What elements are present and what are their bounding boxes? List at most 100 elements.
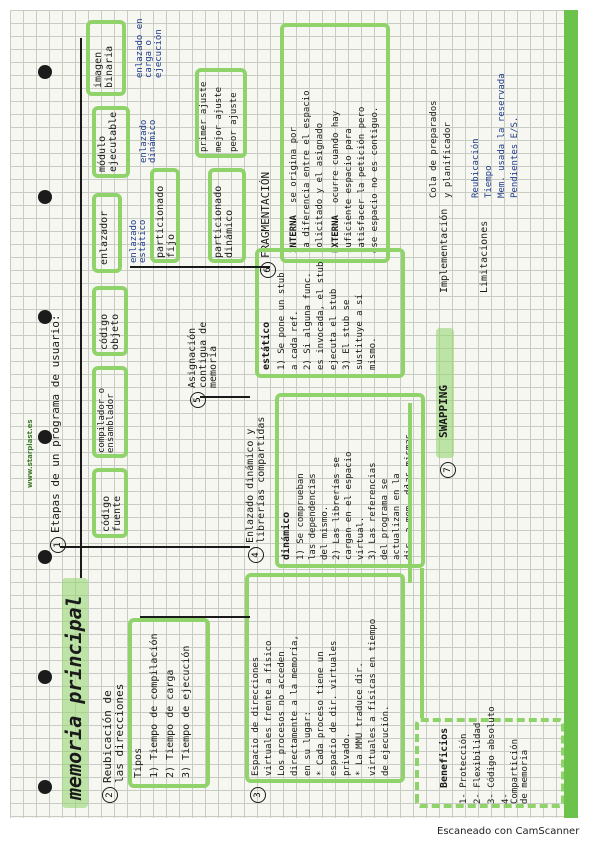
section-3-line: virtuales frente a físico — [264, 640, 274, 776]
internal-text: solicitado y el asignado — [315, 122, 325, 253]
section-2-item: 3) Tiempo de ejecución — [181, 645, 192, 778]
section-3-number: 3 — [250, 787, 266, 803]
external-text: ese espacio no es contiguo. — [370, 106, 380, 253]
section-3-line: * Cada proceso tiene un — [316, 651, 326, 776]
stage-executable: módulo ejecutable — [97, 111, 119, 172]
fit-strategy: primer ajuste — [199, 81, 209, 152]
section-1-number: 1 — [50, 537, 66, 553]
implementation-item: Cola de preparados — [429, 100, 439, 198]
scanner-footer: Escaneado con CamScanner — [437, 826, 580, 837]
binder-hole — [38, 780, 52, 794]
static-linking-note: enlazado estático — [129, 219, 149, 263]
section-6-heading: FRAGMENTACIÓN — [259, 171, 272, 258]
section-3-line: privado. — [342, 732, 352, 776]
page-title: memoria principal — [62, 595, 86, 800]
section-7-heading: SWAPPING — [437, 385, 450, 438]
binder-hole — [38, 430, 52, 444]
external-text: suficiente espacio para — [344, 128, 354, 253]
dynamic-item: cargan en el espacio — [344, 451, 354, 560]
section-2-heading: Reubicación de las direcciones — [101, 683, 126, 783]
dynamic-item: virtual. — [356, 516, 366, 560]
static-item: 2) Si alguna func. — [303, 272, 313, 370]
limitation-item: Reubicación — [471, 138, 481, 198]
limitation-item: Pendientes E/S. — [510, 116, 520, 198]
static-item: 3) El stub se — [342, 299, 352, 370]
stage-linker: enlazador — [99, 210, 110, 265]
section-3-line: Los procesos no acceden — [277, 651, 287, 776]
benefit-item: 4- Compartición de memoria — [501, 738, 530, 804]
static-label: estático — [261, 321, 272, 370]
implementation-item: y planificador — [443, 122, 453, 198]
section-2-item: 2) Tiempo de carga — [165, 669, 176, 778]
static-item: mismo. — [368, 337, 378, 370]
section-3-line: Espacio de direcciones — [251, 656, 261, 776]
dynamic-item: 2) Las librerías se — [332, 457, 342, 560]
brand-label: www.starplast.es — [26, 419, 34, 488]
limitation-item: Mem. usada la reservada — [497, 73, 507, 198]
section-4-heading: Enlazado dinámico y librerías compartida… — [245, 416, 267, 543]
benefit-item: 1- Protección — [459, 733, 469, 804]
highlight-line — [420, 568, 424, 718]
highlight-line — [408, 403, 412, 583]
section-1-heading: Etapas de un programa de usuario: — [49, 314, 62, 533]
section-5-heading: Asignación contigua de memoria — [187, 321, 219, 388]
fit-strategy: mejor ajuste — [214, 86, 224, 152]
section-3-line: de ejecución. — [381, 705, 391, 776]
fixed-partition: particionado fijo — [155, 185, 177, 258]
dynamic-item: 3) Las referencias — [368, 462, 378, 560]
section-7-number: 7 — [440, 462, 456, 478]
static-item: ejecuta el stub — [329, 288, 339, 370]
dynamic-item: actualizan en la — [392, 473, 402, 560]
dynamic-item: del programa se — [380, 478, 390, 560]
section-5-number: 5 — [190, 392, 206, 408]
notebook-page: www.starplast.es memoria principal 2 Reu… — [10, 10, 578, 818]
limitations-label: Limitaciones — [479, 220, 490, 293]
dynamic-item: del mismo. — [320, 505, 330, 560]
limitation-item: Tiempo — [484, 165, 494, 198]
binder-hole — [38, 670, 52, 684]
section-2-item: 1) Tiempo de compilación — [149, 633, 160, 779]
static-item: es invocada, el stub — [316, 261, 326, 370]
section-3-line: * La MMU traduce dir. — [355, 662, 365, 776]
section-3-line: virtuales a físicas en tiempo — [368, 618, 378, 776]
section-4-number: 4 — [248, 547, 264, 563]
dynamic-label: dinámico — [281, 511, 292, 560]
dynamic-linking-note: enlazado dinámico — [139, 119, 159, 163]
linking-note: enlazado en carga o ejecución — [135, 18, 164, 78]
binder-hole — [38, 65, 52, 79]
static-item: sustituye a sí — [355, 294, 365, 370]
benefits-heading: Beneficios — [439, 727, 450, 788]
stage-object-code: código objeto — [99, 313, 121, 350]
fit-strategy: peor ajuste — [229, 92, 239, 152]
static-item: 1) Se pone un stub — [277, 272, 287, 370]
internal-text: la diferencia entre el espacio — [302, 90, 312, 253]
connector-line — [140, 616, 250, 618]
title-rule — [80, 38, 82, 578]
benefit-item: 3- Código absoluto — [487, 706, 497, 804]
internal-text: se origina por — [289, 127, 299, 203]
stage-source-code: código fuente — [101, 495, 123, 532]
implementation-label: Implementación — [439, 208, 450, 293]
section-2-number: 2 — [102, 787, 118, 803]
binder-hole — [38, 310, 52, 324]
section-3-line: directamente a la memoria, — [290, 635, 300, 776]
stage-compiler: compilador o ensamblador — [97, 387, 117, 453]
section-2-label: Tipos — [133, 747, 144, 778]
binder-holes — [38, 10, 58, 818]
dynamic-partition: particionado dinámico — [213, 185, 235, 258]
section-3-line: en su lugar: — [303, 710, 313, 776]
benefit-item: 2- Flexibilidad — [473, 722, 483, 804]
section-3-line: espacio de dir. virtuales — [329, 640, 339, 776]
binder-hole — [38, 190, 52, 204]
rotated-notes: www.starplast.es memoria principal 2 Reu… — [10, 10, 564, 818]
static-item: a cada ref. — [290, 310, 300, 370]
connector-line — [130, 266, 270, 268]
external-text: satisfacer la petición pero — [357, 106, 367, 253]
binder-hole — [38, 550, 52, 564]
dynamic-item: las dependencias — [308, 473, 318, 560]
stage-binary-image: imagen binaria — [93, 45, 115, 88]
dynamic-item: 1) Se comprueban — [296, 473, 306, 560]
connector-line — [200, 396, 250, 398]
connector-line — [60, 546, 250, 548]
external-text: ocurre cuando hay — [331, 110, 341, 203]
